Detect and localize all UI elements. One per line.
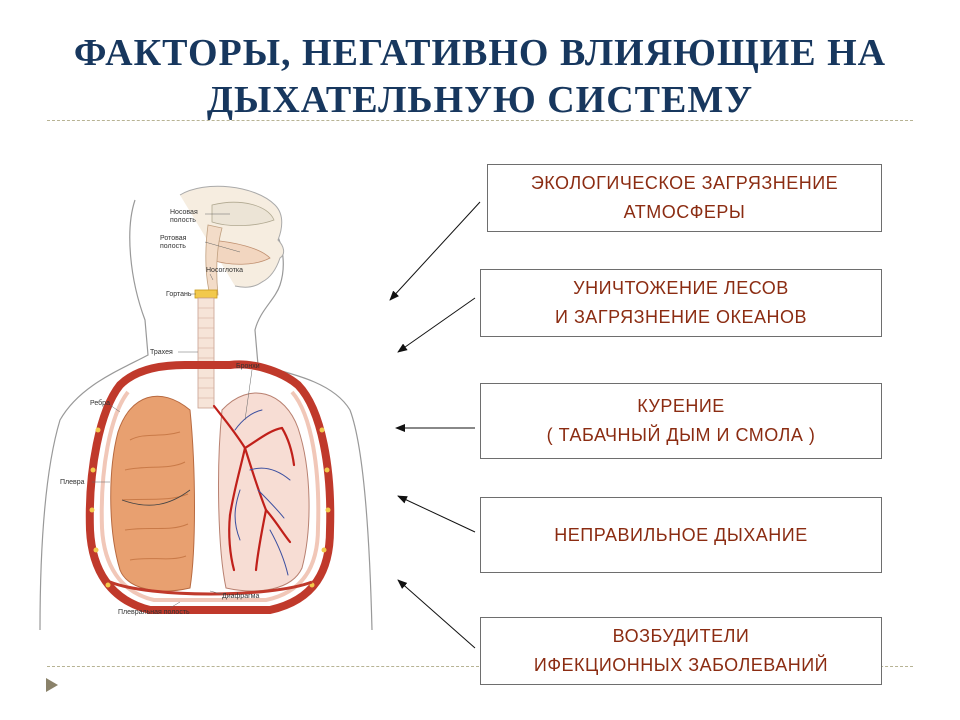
arrow-4 [397,495,476,533]
slide-title-line-1: ФАКТОРЫ, НЕГАТИВНО ВЛИЯЮЩИЕ НА [73,32,887,74]
left-lung-texture [121,431,189,561]
left-lung-fissure [121,489,191,506]
trachea [197,297,215,409]
label-ribs: Ребра [90,399,110,407]
slide-title-line-2: ДЫХАТЕЛЬНУЮ СИСТЕМУ [206,79,754,121]
factor-box-atmosphere-pollution: ЭКОЛОГИЧЕСКОЕ ЗАГРЯЗНЕНИЕ АТМОСФЕРЫ [487,164,882,232]
label-nasal-cavity: Носовая [170,209,198,216]
factor-5-line-2: ИФЕКЦИОННЫХ ЗАБОЛЕВАНИЙ [533,655,829,675]
factor-3-line-2: ( ТАБАЧНЫЙ ДЫМ И СМОЛА ) [546,425,816,445]
factor-box-forest-destruction: УНИЧТОЖЕНИЕ ЛЕСОВ И ЗАГРЯЗНЕНИЕ ОКЕАНОВ [480,269,882,337]
oral-cavity-shape [209,239,271,265]
label-bronchi: Бронхи [236,363,260,370]
top-divider [47,120,913,121]
label-larynx: Гортань [166,291,192,298]
factor-1-line-1: ЭКОЛОГИЧЕСКОЕ ЗАГРЯЗНЕНИЕ [530,173,839,193]
arrow-2 [397,297,476,353]
body-outline [39,199,149,630]
factor-1-line-2: АТМОСФЕРЫ [623,202,746,222]
diaphragm [109,580,313,596]
label-oral-cavity-2: полость [160,243,186,250]
nasal-cavity-shape [211,201,275,227]
label-leaders [92,213,253,609]
respiratory-system-diagram: Носовая полость Ротовая полость Носоглот… [39,185,373,630]
factor-box-smoking: КУРЕНИЕ ( ТАБАЧНЫЙ ДЫМ И СМОЛА ) [480,383,882,459]
slide-title: ФАКТОРЫ, НЕГАТИВНО ВЛИЯЮЩИЕ НА ДЫХАТЕЛЬН… [40,30,920,124]
factor-box-infectious-agents: ВОЗБУДИТЕЛИ ИФЕКЦИОННЫХ ЗАБОЛЕВАНИЙ [480,617,882,685]
bronchial-tree [212,404,296,572]
body-outline-right [254,229,373,630]
label-diaphragm: Диафрагма [222,593,259,600]
label-pleural-cavity: Плевральная полость [118,609,190,616]
factor-box-improper-breathing: НЕПРАВИЛЬНОЕ ДЫХАНИЕ [480,497,882,573]
rib-cage-outline [85,360,335,614]
factor-3-line-1: КУРЕНИЕ [637,396,725,416]
label-trachea: Трахея [150,349,173,356]
label-nasal-cavity-2: полость [170,217,196,224]
factor-4-line-1: НЕПРАВИЛЬНОЕ ДЫХАНИЕ [554,524,808,545]
factor-2-line-1: УНИЧТОЖЕНИЕ ЛЕСОВ [573,278,789,298]
label-oral-cavity: Ротовая [160,235,187,242]
rib-dots [89,427,331,588]
bronchial-tree-fine [234,409,291,576]
triangle-right-icon[interactable] [46,678,58,692]
left-lung [110,395,195,592]
factor-5-line-1: ВОЗБУДИТЕЛИ [612,626,750,646]
arrow-1 [389,201,481,301]
label-pleura: Плевра [60,479,85,486]
larynx-marker [194,289,218,299]
pharynx [205,224,223,296]
arrow-5 [397,579,476,649]
label-nasopharynx: Носоглотка [206,267,243,274]
pleura-outline [99,390,321,602]
factor-2-line-2: И ЗАГРЯЗНЕНИЕ ОКЕАНОВ [555,307,807,327]
